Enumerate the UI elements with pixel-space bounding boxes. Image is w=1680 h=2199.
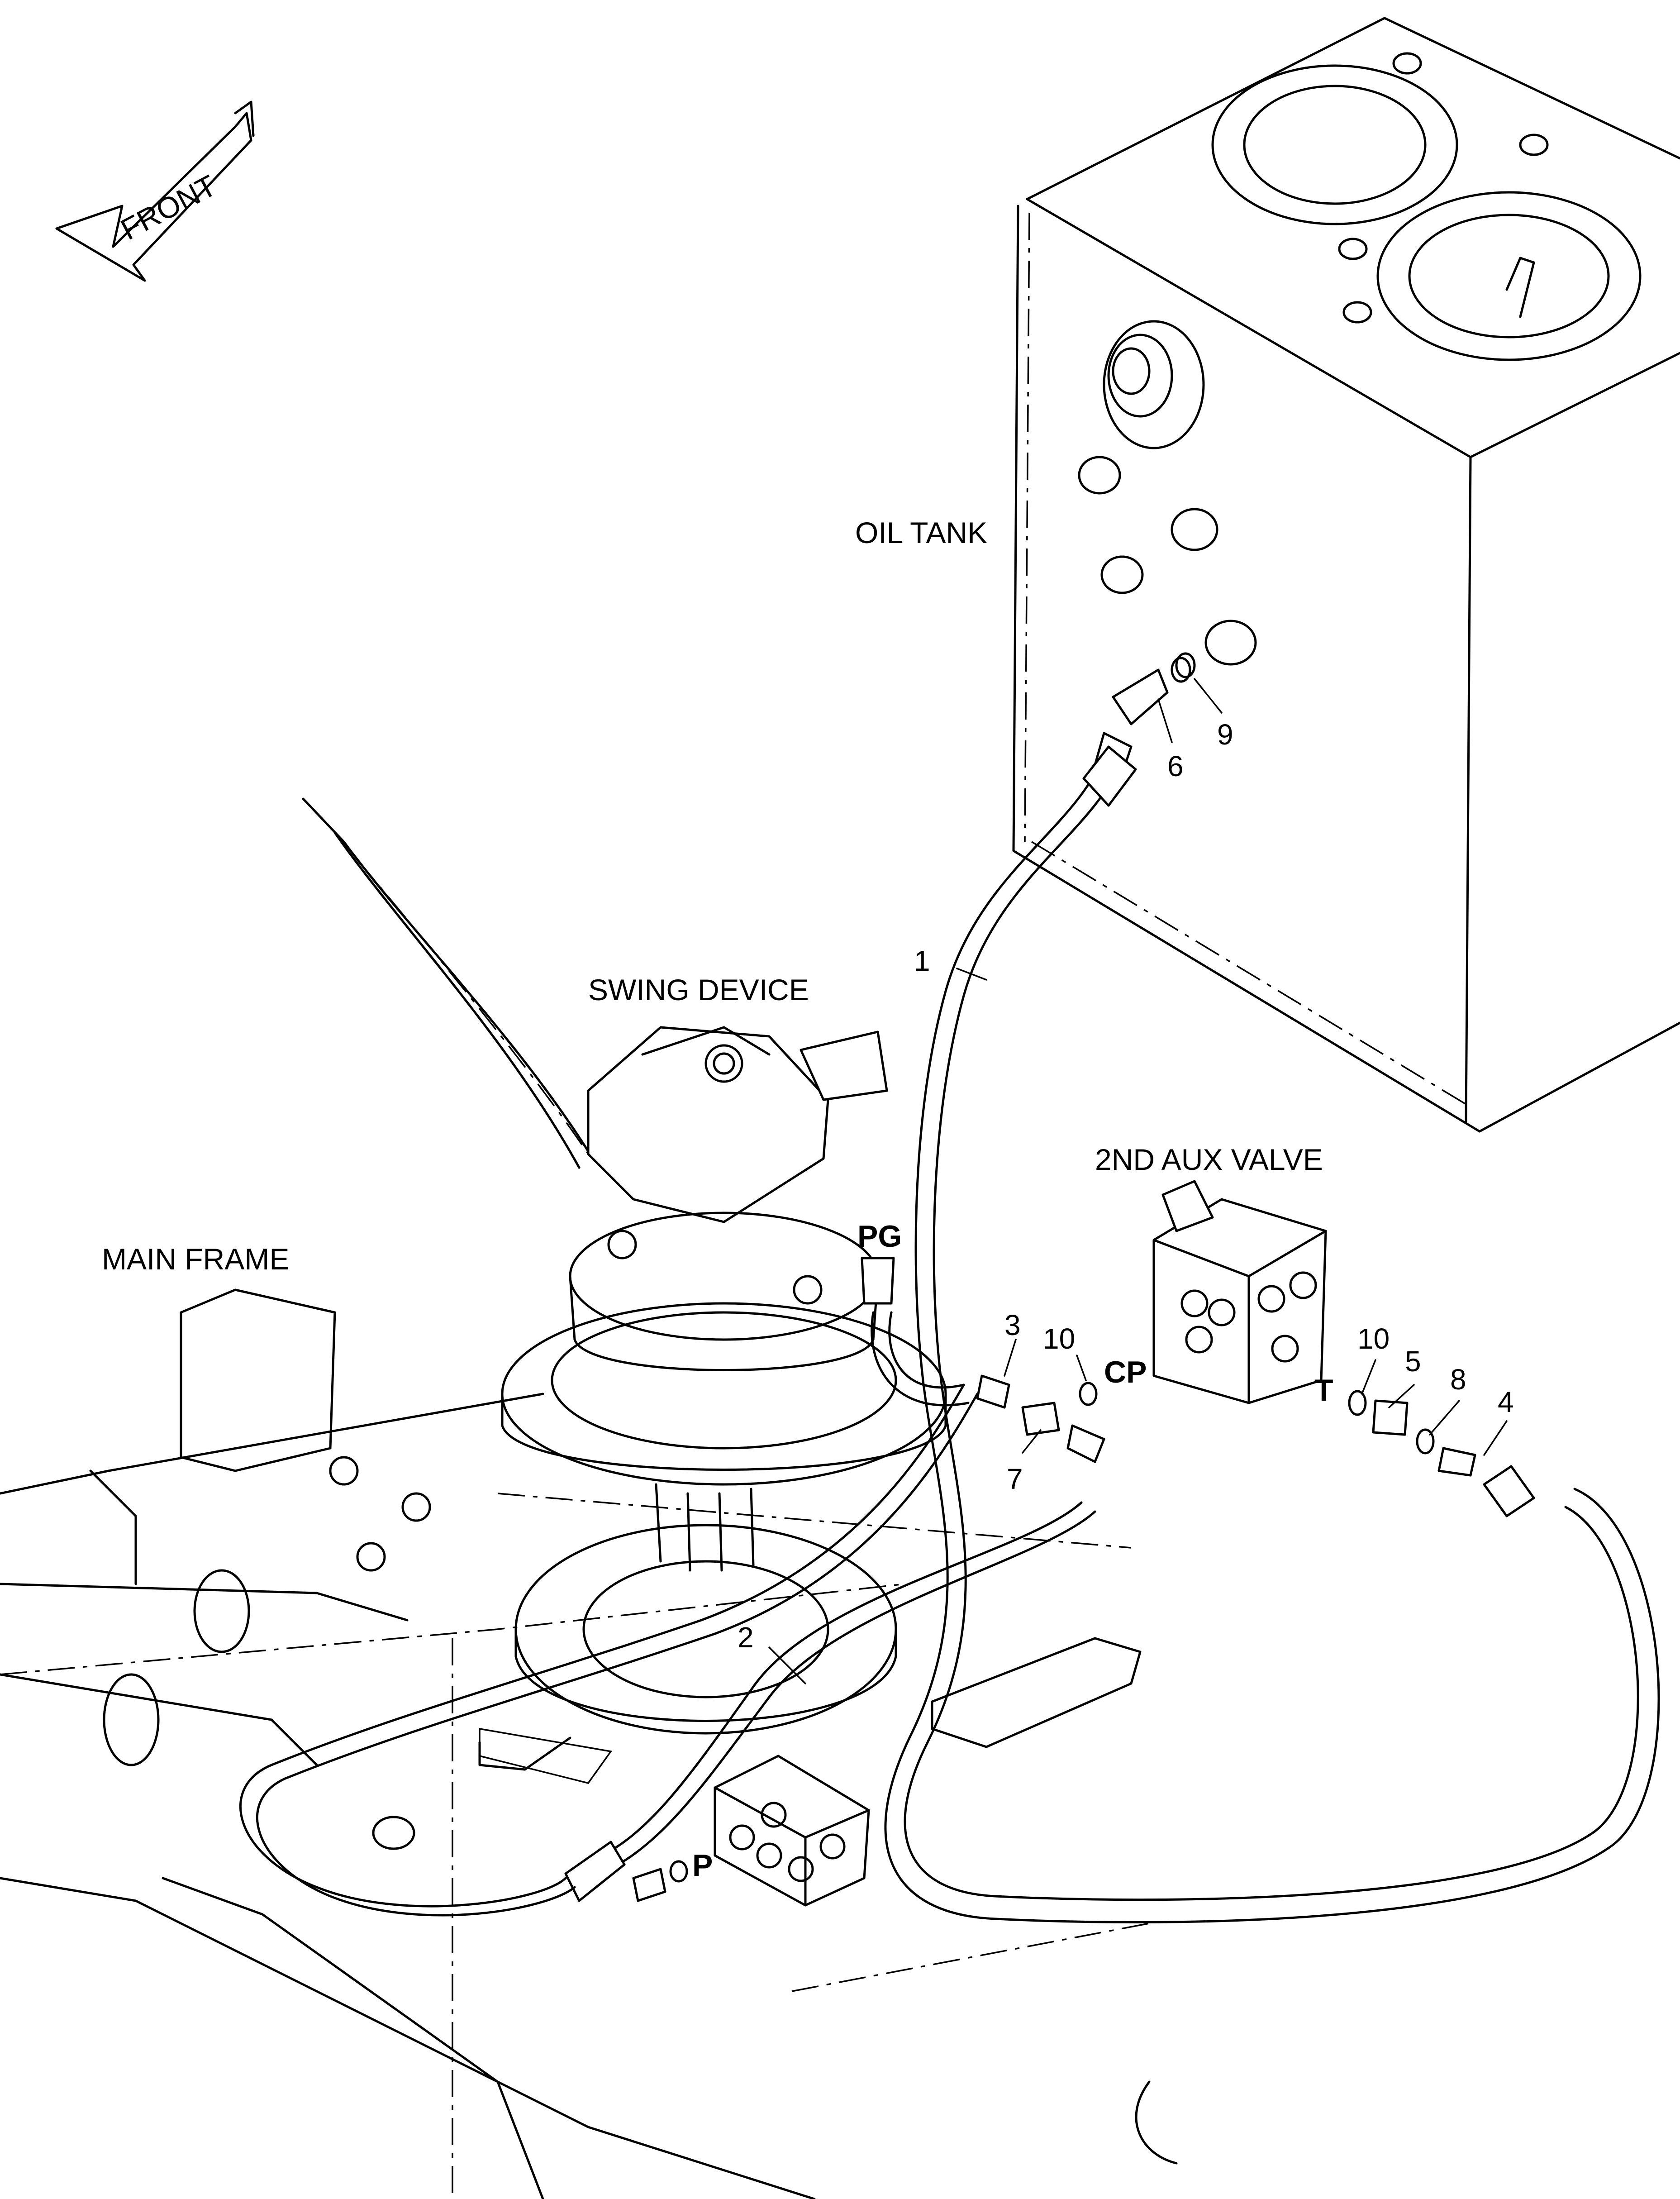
port-t-label: T: [1314, 1373, 1333, 1407]
hose-2: [564, 1501, 1096, 1902]
t-side-fittings: [1348, 1390, 1535, 1517]
port-p-label: P: [692, 1848, 713, 1883]
cp-fittings: [976, 1374, 1105, 1463]
callout-4: 4: [1498, 1386, 1514, 1418]
callout-9: 9: [1217, 718, 1233, 751]
aux-valve-label: 2ND AUX VALVE: [1095, 1143, 1323, 1176]
oil-tank: OIL TANK: [855, 17, 1680, 1133]
front-label: FRONT: [115, 168, 222, 246]
swing-bearing-ring: [514, 1524, 897, 1735]
callout-leaders: [768, 678, 1508, 1684]
main-frame-label: MAIN FRAME: [102, 1242, 289, 1276]
pilot-hose: [239, 1311, 979, 1917]
callout-7: 7: [1007, 1463, 1023, 1495]
port-pg-label: PG: [857, 1219, 902, 1254]
oil-tank-label: OIL TANK: [855, 516, 987, 549]
callout-10-cp: 10: [1043, 1322, 1075, 1355]
callout-8: 8: [1450, 1363, 1466, 1396]
callout-10-t: 10: [1357, 1322, 1390, 1355]
second-aux-valve: 2ND AUX VALVE: [1095, 1143, 1327, 1404]
callout-6: 6: [1167, 750, 1184, 782]
callout-1: 1: [914, 944, 930, 977]
tank-oring: [1175, 652, 1196, 678]
port-labels: CP T P: [692, 1355, 1333, 1883]
front-arrow: FRONT: [55, 100, 255, 282]
cable-wire: [302, 797, 594, 1169]
swing-device-label: SWING DEVICE: [588, 973, 809, 1006]
p-manifold-block: [632, 1755, 870, 1907]
callout-5: 5: [1405, 1345, 1421, 1378]
callout-numbers: 1 2 3 4 5 6 7 8 9 10 10: [738, 718, 1514, 1654]
callout-2: 2: [738, 1621, 754, 1654]
pg-fitting: PG: [857, 1219, 902, 1305]
main-frame: MAIN FRAME: [0, 1242, 1178, 2199]
callout-3: 3: [1004, 1309, 1021, 1341]
port-cp-label: CP: [1104, 1355, 1147, 1389]
hose-1: [884, 745, 1660, 1923]
